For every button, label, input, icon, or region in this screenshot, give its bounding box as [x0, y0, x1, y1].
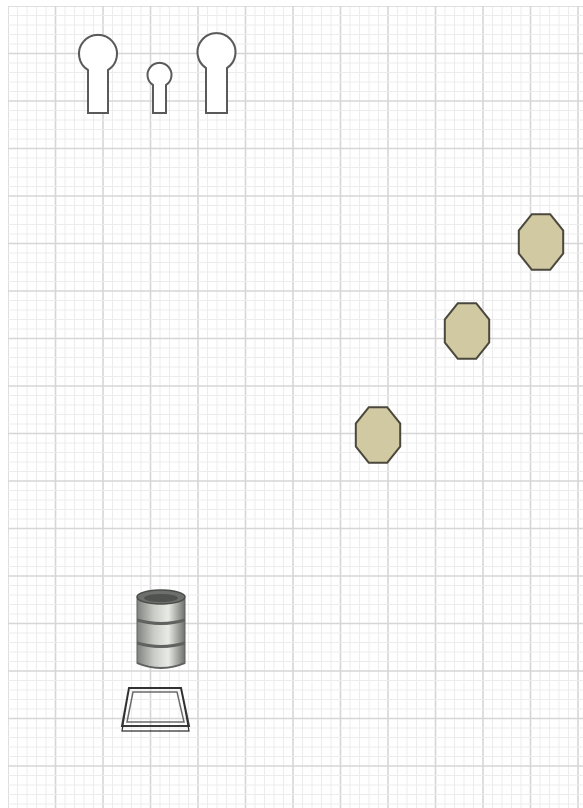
octagon-top[interactable]	[519, 214, 563, 269]
octagon-middle[interactable]	[445, 303, 489, 358]
keyhole-large-left[interactable]	[79, 35, 117, 113]
trapezoid-frame-icon[interactable]	[122, 688, 189, 731]
octagon-bottom[interactable]	[356, 407, 400, 462]
keyhole-small[interactable]	[148, 63, 172, 113]
oil-barrel-icon[interactable]	[137, 590, 185, 668]
keyhole-large-right[interactable]	[197, 33, 235, 113]
canvas-left-margin	[0, 0, 8, 808]
canvas-top-margin	[0, 0, 583, 6]
